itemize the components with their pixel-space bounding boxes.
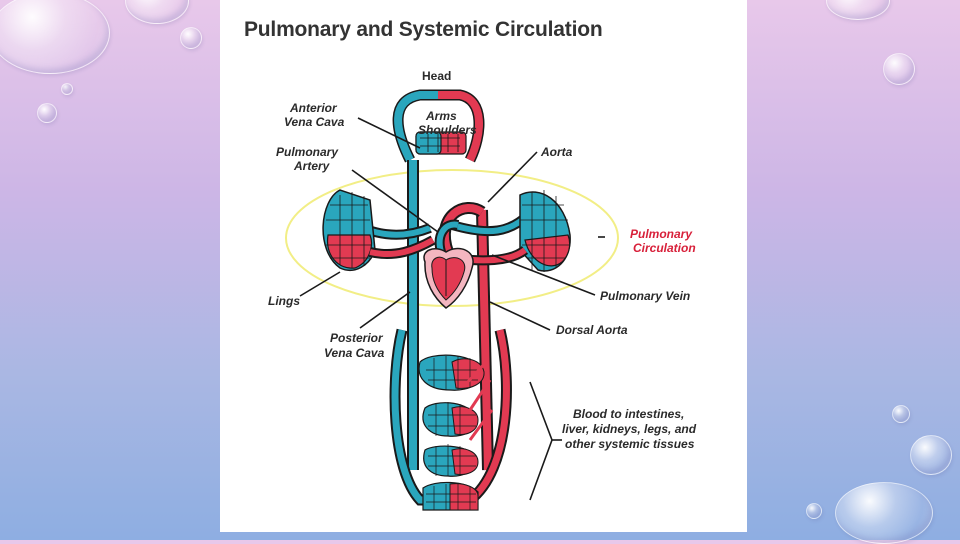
left-lung: [322, 189, 436, 271]
label-lungs: Lings: [268, 294, 300, 308]
systemic-capillary-beds: [418, 354, 494, 511]
water-drop-decoration: [125, 0, 189, 24]
label-arms-line2: Shoulders: [418, 123, 477, 137]
diagram-title: Pulmonary and Systemic Circulation: [244, 18, 603, 41]
head-capillary-bed: [392, 89, 485, 163]
label-pulmonary-circulation-line1: Pulmonary: [630, 227, 693, 241]
label-pulmonary-circulation-line2: Circulation: [633, 241, 696, 255]
label-posterior-vena-cava-line1: Posterior: [330, 331, 384, 345]
label-head: Head: [422, 69, 451, 83]
label-anterior-vena-cava-line2: Vena Cava: [284, 115, 345, 129]
label-systemic-tissues-line1: Blood to intestines,: [573, 407, 684, 421]
label-systemic-tissues-line2: liver, kidneys, legs, and: [562, 422, 697, 436]
circulation-diagram: Head Arms Shoulders Anterior Vena Cava P…: [268, 69, 697, 511]
label-dorsal-aorta: Dorsal Aorta: [556, 323, 628, 337]
water-drop-decoration: [806, 503, 822, 519]
label-aorta: Aorta: [540, 145, 573, 159]
pulmonary-circulation-ellipse: [285, 169, 619, 307]
right-lung: [450, 190, 571, 272]
label-posterior-vena-cava-line2: Vena Cava: [324, 346, 385, 360]
leader-lines: [299, 117, 605, 501]
label-pulmonary-artery-line2: Artery: [293, 159, 331, 173]
water-drop-decoration: [0, 0, 110, 74]
diagram-card: Pulmonary and Systemic Circulation: [220, 0, 747, 532]
water-drop-decoration: [180, 27, 202, 49]
label-pulmonary-artery-line1: Pulmonary: [276, 145, 339, 159]
label-pulmonary-vein: Pulmonary Vein: [600, 289, 690, 303]
water-drop-decoration: [910, 435, 952, 475]
water-drop-decoration: [61, 83, 73, 95]
water-drop-decoration: [826, 0, 890, 20]
water-drop-decoration: [37, 103, 57, 123]
heart: [423, 247, 474, 309]
label-anterior-vena-cava-line1: Anterior: [289, 101, 338, 115]
water-drop-decoration: [883, 53, 915, 85]
water-drop-decoration: [835, 482, 933, 544]
label-arms-line1: Arms: [425, 109, 457, 123]
label-systemic-tissues-line3: other systemic tissues: [565, 437, 695, 451]
water-drop-decoration: [892, 405, 910, 423]
